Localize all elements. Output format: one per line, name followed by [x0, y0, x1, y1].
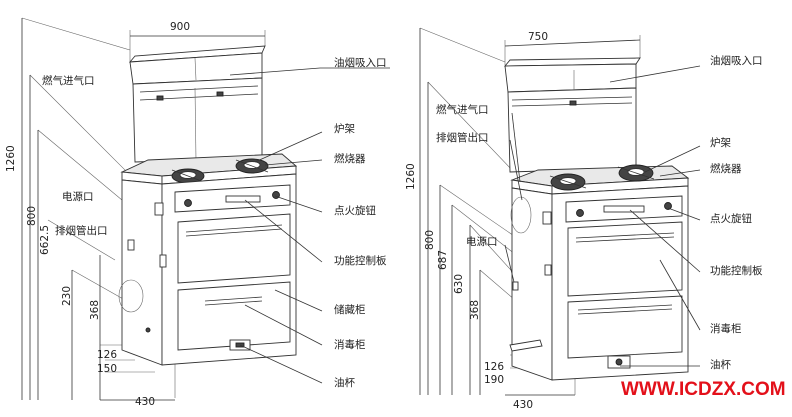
- left-dim-height: 1260: [5, 145, 17, 172]
- right-label-hood-intake: 油烟吸入口: [710, 54, 763, 67]
- right-labels: 燃气进气口 排烟管出口 电源口 油烟吸入口 炉架 燃烧器 点火旋钮 功能控制板 …: [436, 54, 763, 371]
- left-dim-width: 900: [170, 21, 190, 33]
- right-dim-offset-b: 190: [484, 374, 504, 386]
- left-label-exhaust-pipe: 排烟管出口: [55, 224, 108, 237]
- left-dim-counter-height: 800: [26, 206, 38, 226]
- right-unit: 750 1260 800 687 630 368 126 190 430 燃气进…: [405, 27, 763, 411]
- left-dim-port-height: 662.5: [39, 225, 51, 255]
- left-cooktop: [120, 153, 298, 185]
- right-label-gas-inlet: 燃气进气口: [436, 103, 489, 116]
- right-label-oil-cup: 油杯: [710, 358, 731, 371]
- left-dim-depth: 430: [135, 396, 155, 408]
- left-label-burner: 燃烧器: [334, 152, 366, 165]
- right-dim-offset-a: 126: [484, 361, 504, 373]
- right-dim-depth: 430: [513, 399, 533, 411]
- right-label-exhaust-pipe: 排烟管出口: [436, 131, 489, 144]
- right-label-burner: 燃烧器: [710, 162, 742, 175]
- left-label-control-panel: 功能控制板: [334, 254, 387, 267]
- left-extension-lines: [21, 17, 266, 401]
- right-label-ignition-knob: 点火旋钮: [710, 212, 752, 225]
- left-leaders: [229, 67, 390, 384]
- right-cabinet: [509, 185, 689, 381]
- left-label-storage-cabinet: 储藏柜: [334, 303, 366, 316]
- right-dim-pipe-height: 630: [453, 274, 465, 294]
- left-hood: [128, 45, 266, 163]
- right-dim-pipe-low: 368: [469, 300, 481, 320]
- left-unit: 900 1260 800 662.5 368 230 126 150 430 燃…: [5, 17, 390, 408]
- right-dim-width: 750: [528, 31, 548, 43]
- left-dim-pipe-height: 368: [89, 300, 101, 320]
- left-label-ignition-knob: 点火旋钮: [334, 204, 376, 217]
- right-label-control-panel: 功能控制板: [710, 264, 763, 277]
- left-label-gas-inlet: 燃气进气口: [42, 74, 95, 87]
- left-labels: 燃气进气口 电源口 排烟管出口 油烟吸入口 炉架 燃烧器 点火旋钮 功能控制板 …: [42, 56, 387, 389]
- left-label-oil-cup: 油杯: [334, 376, 355, 389]
- left-dim-offset-a: 126: [97, 349, 117, 361]
- right-dim-counter-height: 800: [424, 230, 436, 250]
- left-cabinet: [118, 173, 297, 366]
- left-label-hood-intake: 油烟吸入口: [334, 56, 387, 69]
- left-dim-offset-b: 150: [97, 363, 117, 375]
- watermark-text: WWW.ICDZX.COM: [621, 379, 786, 400]
- right-label-pan-support: 炉架: [710, 137, 731, 149]
- left-label-disinfect-cabinet: 消毒柜: [334, 338, 366, 351]
- right-label-power-port: 电源口: [466, 235, 498, 248]
- right-dim-height: 1260: [405, 163, 417, 190]
- left-dim-pipe-low: 230: [61, 286, 73, 306]
- right-hood: [504, 57, 641, 173]
- left-dimension-texts: 900 1260 800 662.5 368 230 126 150 430: [5, 21, 190, 408]
- left-label-power-port: 电源口: [62, 190, 94, 203]
- right-dim-port-height: 687: [437, 250, 449, 270]
- right-dimension-texts: 750 1260 800 687 630 368 126 190 430: [405, 31, 548, 411]
- right-label-disinfect-cabinet: 消毒柜: [710, 322, 742, 335]
- right-leaders: [504, 65, 701, 367]
- left-label-pan-support: 炉架: [334, 123, 355, 135]
